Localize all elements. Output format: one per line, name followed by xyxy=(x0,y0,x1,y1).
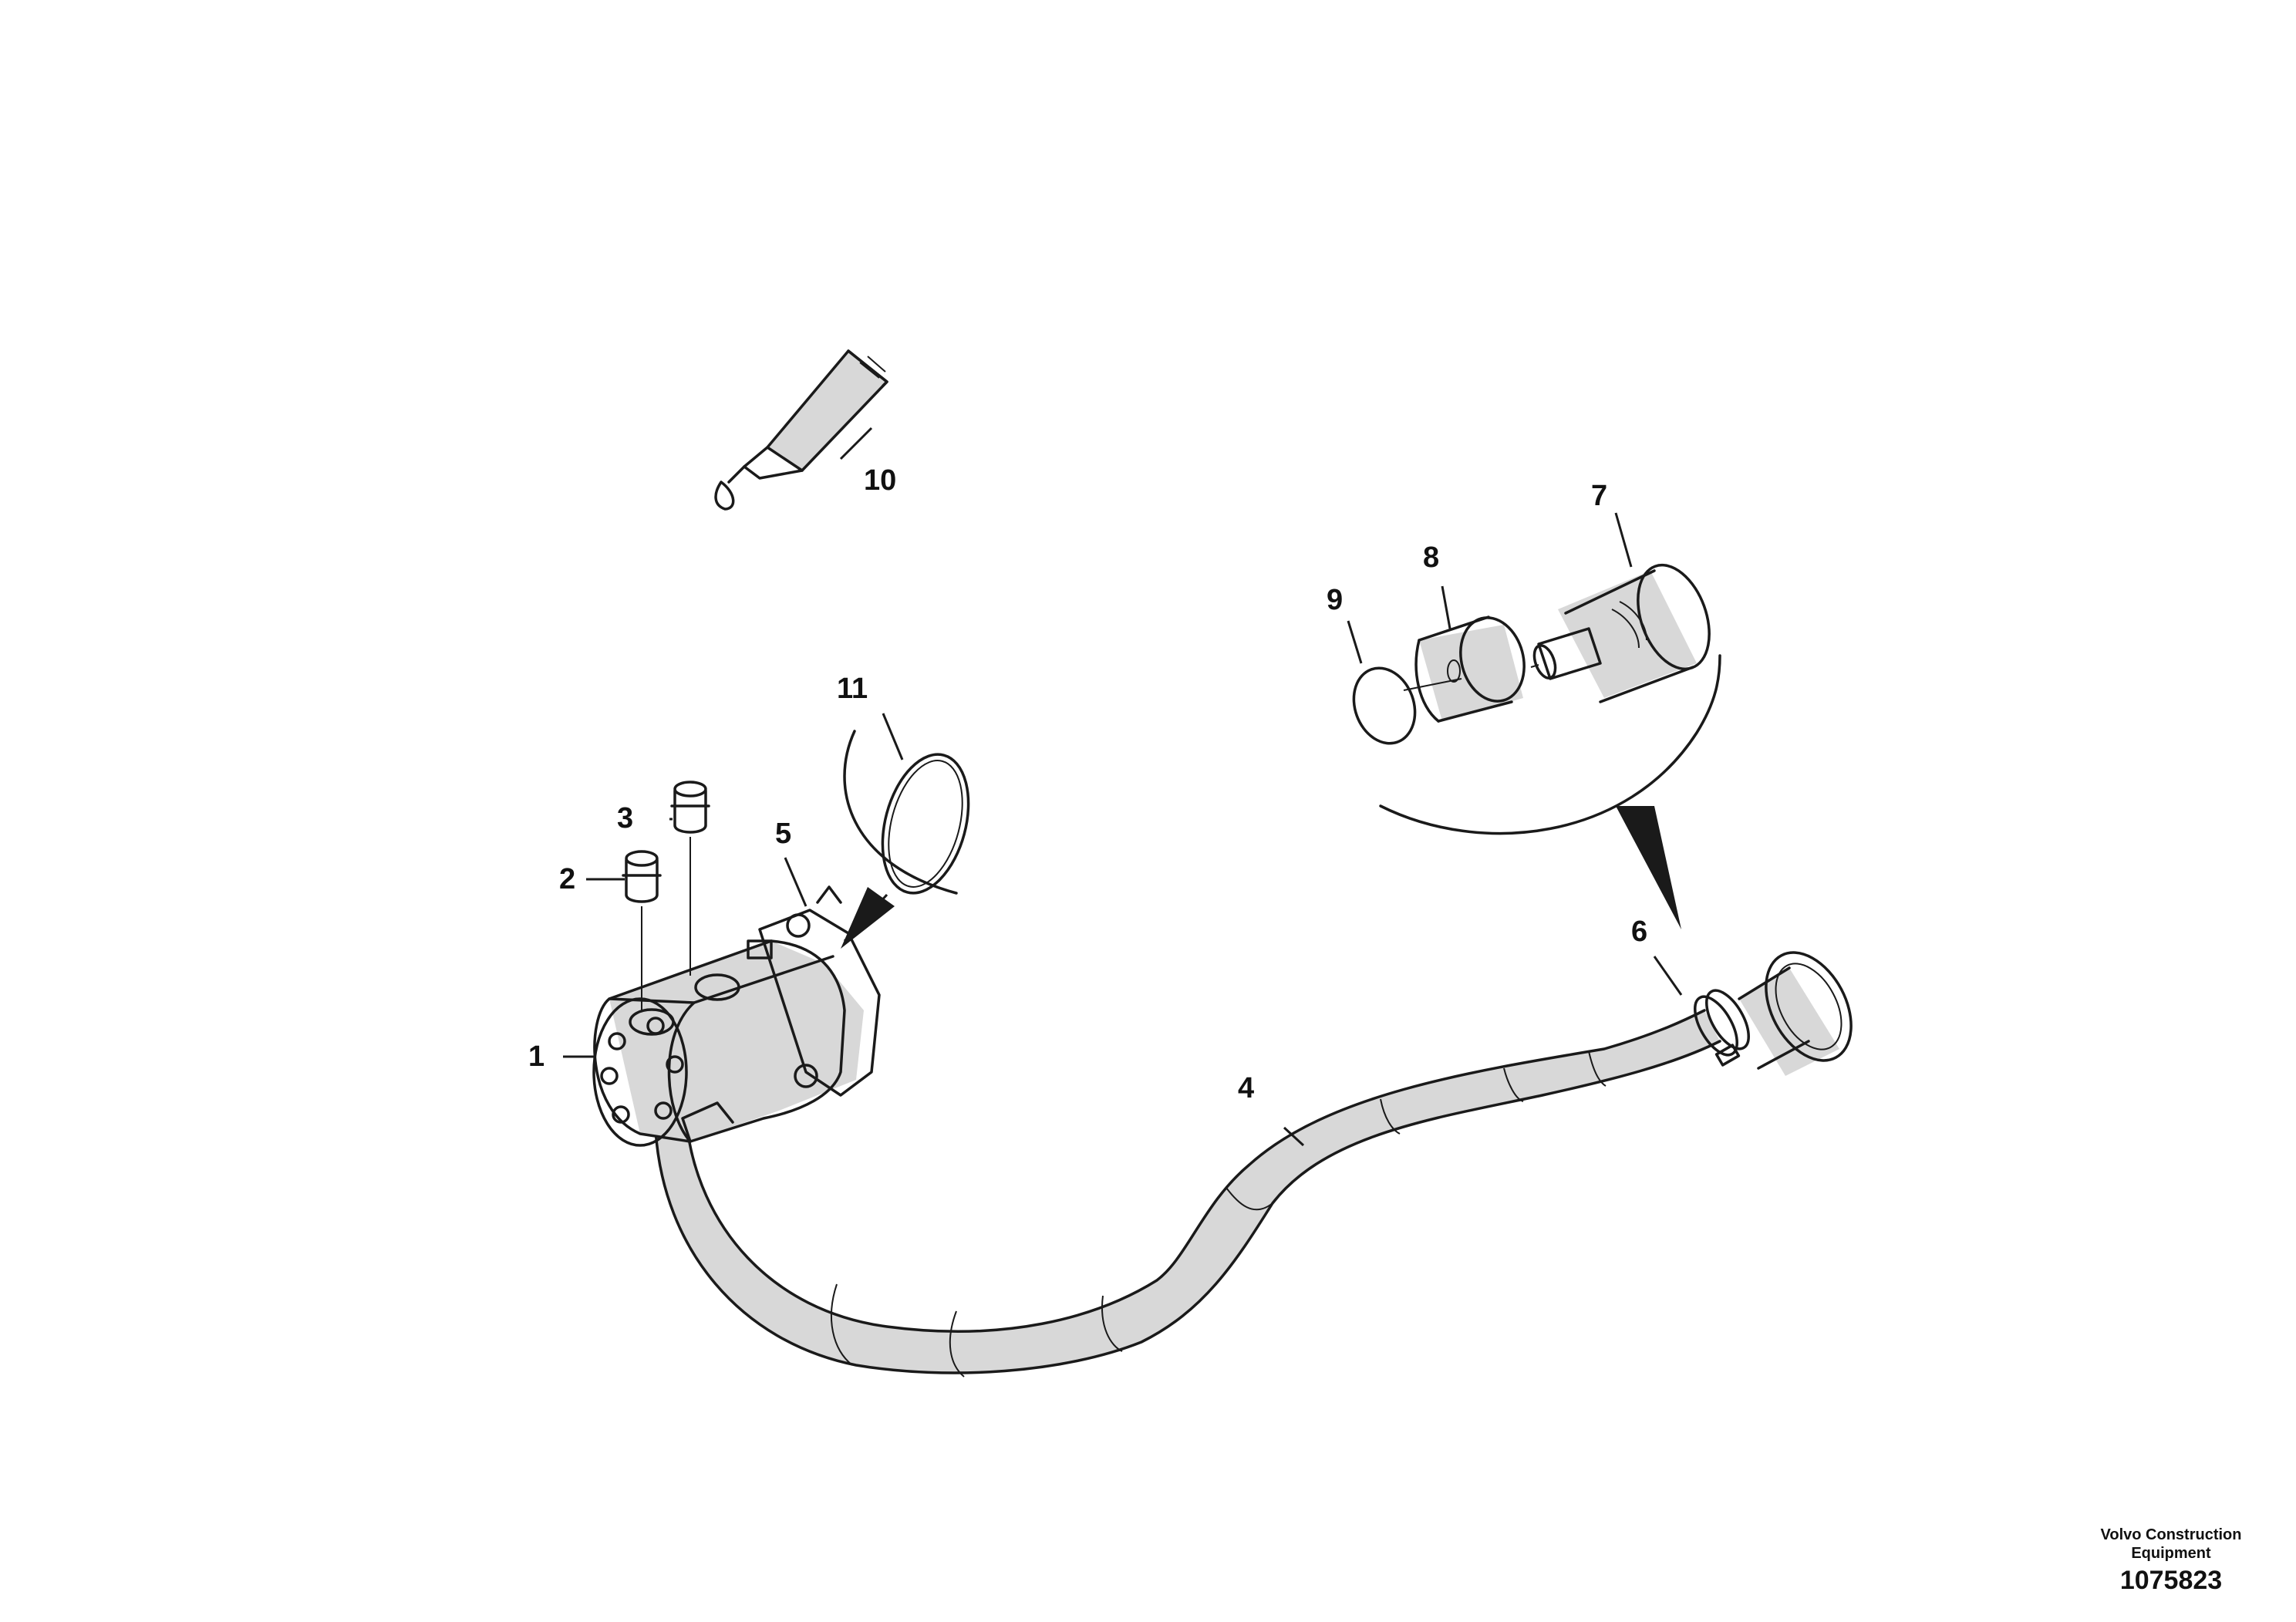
hose xyxy=(654,1009,1721,1378)
callout-7: 7 xyxy=(1591,480,1607,512)
detail-callout-circle xyxy=(1379,654,1721,929)
fitting-2 xyxy=(622,850,662,1010)
fitting-3 xyxy=(670,781,710,976)
callout-2: 2 xyxy=(559,863,575,895)
callout-5: 5 xyxy=(775,818,791,850)
callout-6: 6 xyxy=(1631,916,1647,948)
connector-7 xyxy=(1530,563,1711,703)
o-ring-9 xyxy=(1352,666,1417,745)
leader-lines xyxy=(563,427,1683,1147)
callout-1: 1 xyxy=(528,1040,544,1073)
company-name-line1: Volvo Construction xyxy=(2100,1526,2242,1543)
company-name: Volvo Construction Equipment xyxy=(2086,1526,2256,1563)
hose-connector xyxy=(1738,951,1853,1076)
callout-8: 8 xyxy=(1423,541,1439,574)
callout-4: 4 xyxy=(1238,1072,1254,1104)
callout-11: 11 xyxy=(837,673,868,705)
hydraulic-motor xyxy=(592,885,881,1147)
sealant-tube xyxy=(714,349,888,511)
callout-10: 10 xyxy=(864,464,896,497)
o-ring-11 xyxy=(841,730,970,949)
sleeve-8 xyxy=(1403,615,1526,723)
callout-9: 9 xyxy=(1327,584,1343,616)
callout-3: 3 xyxy=(617,802,633,835)
hose-clamp xyxy=(1694,989,1750,1067)
company-name-line2: Equipment xyxy=(2131,1545,2211,1562)
drawing-number: 1075823 xyxy=(2119,1566,2223,1595)
